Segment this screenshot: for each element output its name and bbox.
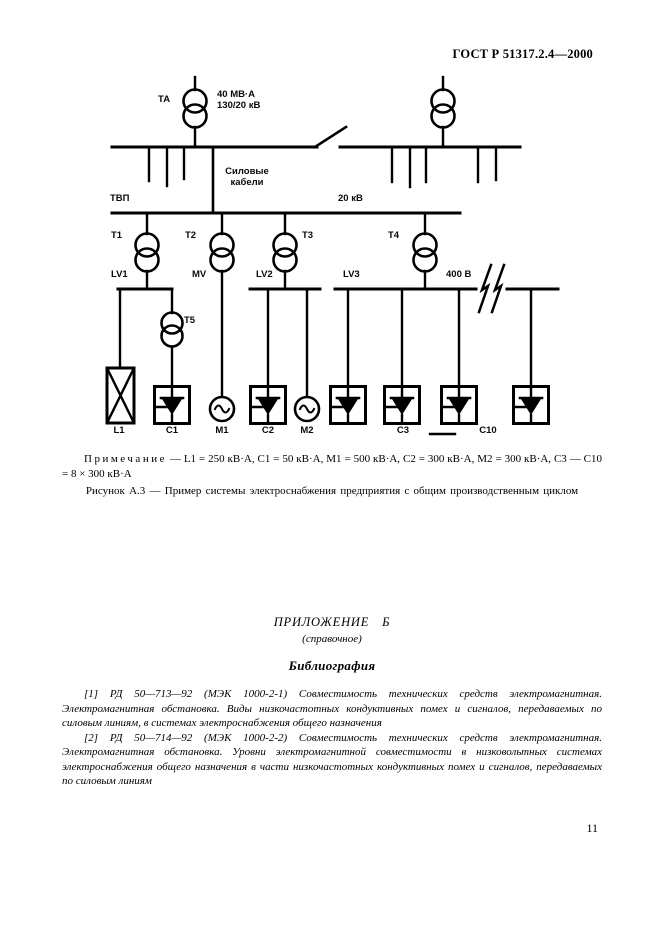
label-c1: С1 bbox=[165, 425, 179, 436]
label-c3: С3 bbox=[396, 425, 410, 436]
transformer-right bbox=[430, 75, 456, 149]
transformer-t4 bbox=[412, 211, 438, 291]
feeder-stubs-left bbox=[147, 145, 186, 188]
label-power-cables: Силовые кабели bbox=[225, 166, 269, 188]
label-c2: С2 bbox=[261, 425, 275, 436]
label-lv1: LV1 bbox=[111, 269, 128, 280]
converter-c10 bbox=[512, 385, 550, 425]
transformer-t3 bbox=[272, 211, 298, 291]
transformer-t1 bbox=[134, 211, 160, 291]
bibliography-list: [1] РД 50—713—92 (МЭК 1000-2-1) Совмести… bbox=[62, 687, 602, 789]
page-number: 11 bbox=[586, 821, 598, 835]
label-t5: Т5 bbox=[184, 315, 196, 326]
motor-m2 bbox=[293, 395, 321, 423]
reference-item-2: [2] РД 50—714—92 (МЭК 1000-2-2) Совмести… bbox=[62, 731, 602, 788]
power-system-diagram bbox=[105, 75, 560, 436]
converter-mid bbox=[440, 385, 478, 425]
reference-item-1: [1] РД 50—713—92 (МЭК 1000-2-1) Совмести… bbox=[62, 688, 602, 729]
converter-c3-group bbox=[329, 385, 367, 425]
switch-blade bbox=[313, 125, 348, 149]
label-t3: Т3 bbox=[302, 230, 314, 241]
load-l1 bbox=[105, 287, 136, 425]
transformer-t5 bbox=[160, 287, 184, 387]
appendix-subtitle: (справочное) bbox=[302, 633, 362, 645]
label-m2: М2 bbox=[300, 425, 314, 436]
transformer-t2 bbox=[209, 211, 235, 399]
note-label: Примечание bbox=[84, 453, 167, 465]
note-text: — L1 = 250 кВ·А, С1 = 50 кВ·А, М1 = 500 … bbox=[62, 453, 602, 480]
label-c10: С10 bbox=[479, 425, 497, 436]
label-t4: Т4 bbox=[388, 230, 400, 241]
label-l1: L1 bbox=[113, 425, 125, 436]
label-ta: ТА bbox=[158, 94, 171, 105]
label-lv3: LV3 bbox=[343, 269, 360, 280]
feeder-stubs-right bbox=[390, 145, 498, 189]
appendix-header: ПРИЛОЖЕНИЕ Б (справочное) bbox=[62, 615, 602, 645]
document-header: ГОСТ Р 51317.2.4—2000 bbox=[452, 47, 593, 61]
converter-c3 bbox=[383, 385, 421, 425]
label-400v: 400 В bbox=[446, 269, 472, 280]
label-m1: М1 bbox=[215, 425, 229, 436]
label-tvp: ТВП bbox=[110, 193, 130, 204]
label-t1: Т1 bbox=[111, 230, 123, 241]
figure-caption: Рисунок А.3 — Пример системы электроснаб… bbox=[85, 485, 579, 497]
label-mv: MV bbox=[192, 269, 207, 280]
converter-c2 bbox=[249, 385, 287, 425]
upper-busbar bbox=[110, 125, 522, 149]
label-ta-rating: 40 МВ·А 130/20 кВ bbox=[217, 89, 261, 111]
transformer-ta bbox=[182, 75, 208, 149]
appendix-title: ПРИЛОЖЕНИЕ Б bbox=[273, 615, 391, 629]
converter-c1 bbox=[153, 385, 191, 425]
bibliography-heading: Библиография bbox=[288, 658, 376, 673]
label-t2: Т2 bbox=[185, 230, 197, 241]
bus-break-lightning-icon bbox=[477, 263, 506, 314]
motor-m1 bbox=[208, 395, 236, 423]
label-20kv: 20 кВ bbox=[338, 193, 363, 204]
label-lv2: LV2 bbox=[256, 269, 273, 280]
figure-note: Примечание — L1 = 250 кВ·А, С1 = 50 кВ·А… bbox=[62, 452, 602, 482]
